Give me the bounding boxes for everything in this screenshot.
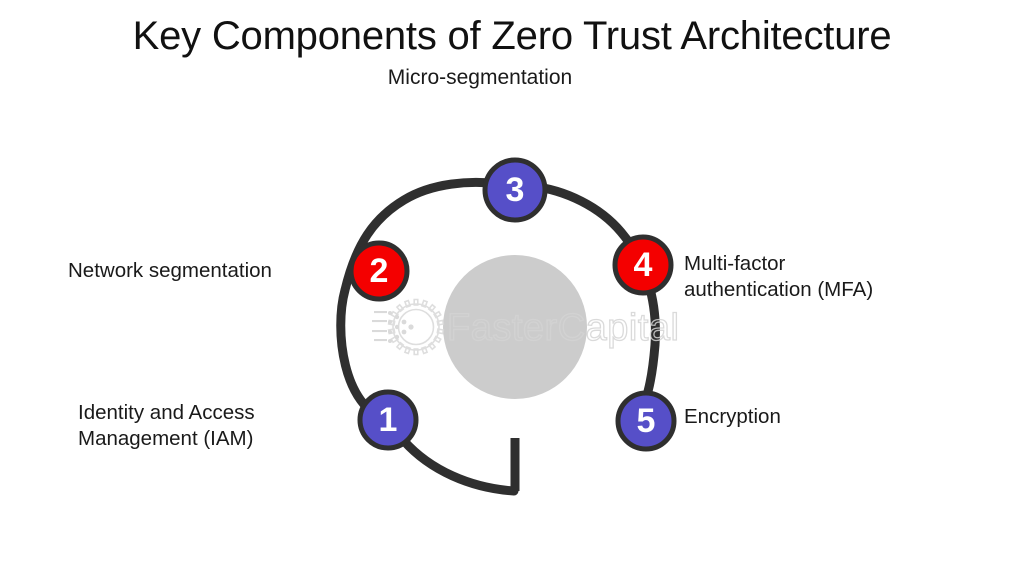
page-title: Key Components of Zero Trust Architectur… [132, 14, 892, 58]
node-label-2-line-1: Network segmentation [68, 259, 272, 282]
node-circle-4[interactable] [612, 234, 674, 296]
node-label-4-line-2: authentication (MFA) [684, 278, 874, 301]
gear-trail-dots [372, 311, 414, 343]
node-label-5-line-1: Encryption [684, 405, 781, 428]
node-circle-2[interactable] [348, 240, 410, 302]
center-disc [443, 255, 587, 399]
node-label-1-line-2: Management (IAM) [78, 427, 254, 450]
node-label-4: Multi-factor authentication (MFA) [684, 251, 944, 303]
node-label-3: Micro-segmentation [387, 66, 573, 89]
node-circle-3[interactable] [482, 157, 548, 223]
watermark-text: FasterCapital [447, 307, 679, 349]
node-label-1-line-1: Identity and Access [78, 401, 255, 424]
watermark-fastercapital: FasterCapital [372, 298, 680, 356]
node-label-2: Network segmentation [68, 258, 318, 284]
node-circle-5[interactable] [615, 390, 677, 452]
node-label-5: Encryption [684, 404, 914, 430]
node-circle-1[interactable] [357, 389, 419, 451]
node-label-1: Identity and Access Management (IAM) [78, 400, 318, 452]
node-label-4-line-1: Multi-factor [684, 252, 786, 275]
